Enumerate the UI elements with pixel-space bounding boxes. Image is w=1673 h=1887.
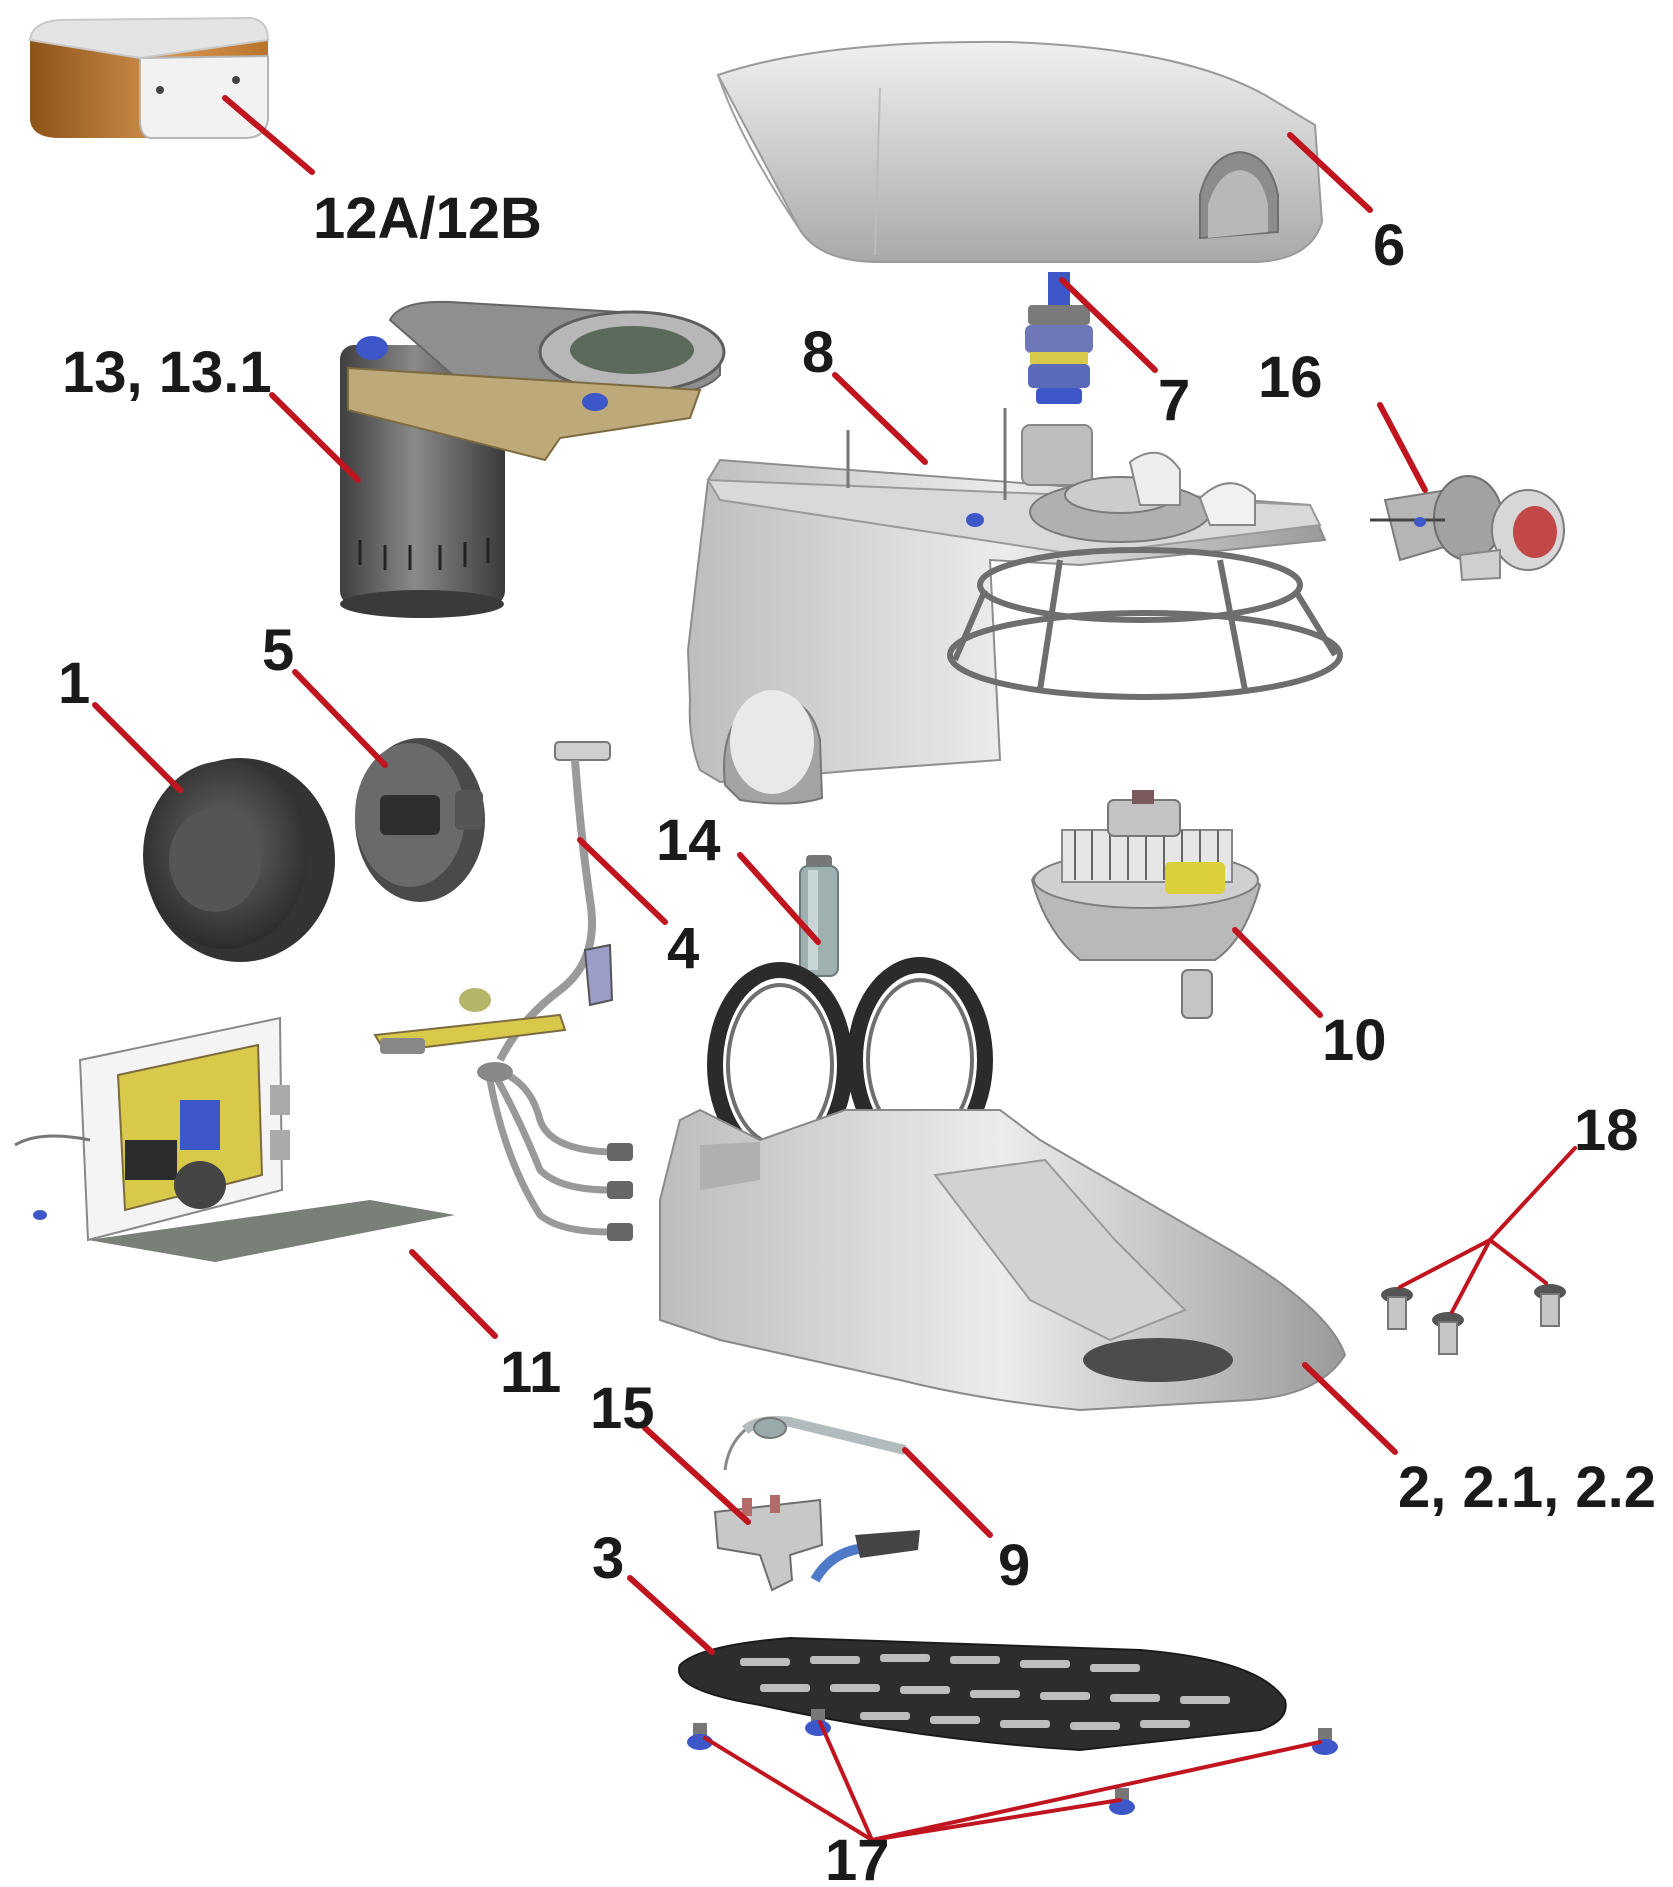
leader-12	[222, 95, 315, 175]
part-6-top-cover-drawing	[716, 40, 1324, 263]
part-8-upper-frame-drawing	[686, 408, 1343, 805]
part-3-base-grille-drawing	[678, 1636, 1287, 1752]
part-2-base-drawing	[659, 957, 1347, 1412]
part-7-coupling-drawing	[1025, 272, 1093, 404]
part-1-knob-drawing	[143, 758, 335, 962]
leader-3	[627, 1575, 715, 1655]
leader-5	[292, 669, 388, 768]
label-part-7: 7	[1158, 368, 1190, 433]
leader-lines	[92, 95, 1577, 1842]
part-labels: 12A/12B 6 13, 13.1 7 8 16 1 5 4 14 10 18…	[58, 186, 1656, 1887]
part-13-motor-drawing	[340, 300, 726, 618]
label-part-18: 18	[1574, 1098, 1639, 1163]
leader-9	[902, 1447, 993, 1538]
leader-7	[1059, 277, 1158, 373]
label-part-4: 4	[667, 916, 699, 981]
part-12-housing-cover-drawing	[28, 16, 270, 139]
part-17-feet-drawing	[687, 1709, 1338, 1815]
part-5-switch-plate-drawing	[355, 738, 485, 902]
part-4-wiring-harness-drawing	[373, 741, 633, 1241]
leader-14	[737, 852, 821, 945]
label-part-2: 2, 2.1, 2.2	[1398, 1455, 1656, 1520]
label-part-5: 5	[262, 618, 294, 683]
part-16-sensor-drawing	[1370, 475, 1565, 582]
label-part-6: 6	[1373, 213, 1405, 278]
leader-2	[1302, 1362, 1398, 1455]
leader-11	[409, 1249, 498, 1339]
label-part-10: 10	[1322, 1008, 1387, 1073]
part-15-bracket-drawing	[713, 1495, 920, 1592]
label-part-9: 9	[998, 1533, 1030, 1598]
label-part-8: 8	[802, 320, 834, 385]
label-part-15: 15	[590, 1376, 655, 1441]
leader-17-group	[703, 1720, 1322, 1842]
label-part-12: 12A/12B	[313, 186, 542, 251]
leader-6	[1287, 132, 1373, 213]
part-9-lever-drawing	[723, 1416, 907, 1471]
label-part-3: 3	[592, 1526, 624, 1591]
leader-18-group	[1398, 1146, 1577, 1314]
part-18-screws-drawing	[1381, 1284, 1566, 1355]
leader-16	[1377, 402, 1428, 493]
label-part-16: 16	[1258, 345, 1323, 410]
part-10-gear-assembly-drawing	[1030, 790, 1262, 1019]
label-part-17: 17	[825, 1828, 890, 1887]
leader-1	[92, 702, 183, 793]
label-part-14: 14	[656, 808, 721, 873]
part-14-capacitor-drawing	[799, 855, 839, 977]
leader-8	[832, 372, 928, 465]
leader-15	[642, 1425, 751, 1525]
leader-4	[577, 837, 668, 925]
label-part-13: 13, 13.1	[62, 340, 272, 405]
leader-13	[269, 392, 361, 483]
part-11-control-board-drawing	[14, 1016, 455, 1262]
label-part-11: 11	[500, 1340, 561, 1405]
label-part-1: 1	[58, 651, 90, 716]
leader-10	[1232, 927, 1323, 1018]
